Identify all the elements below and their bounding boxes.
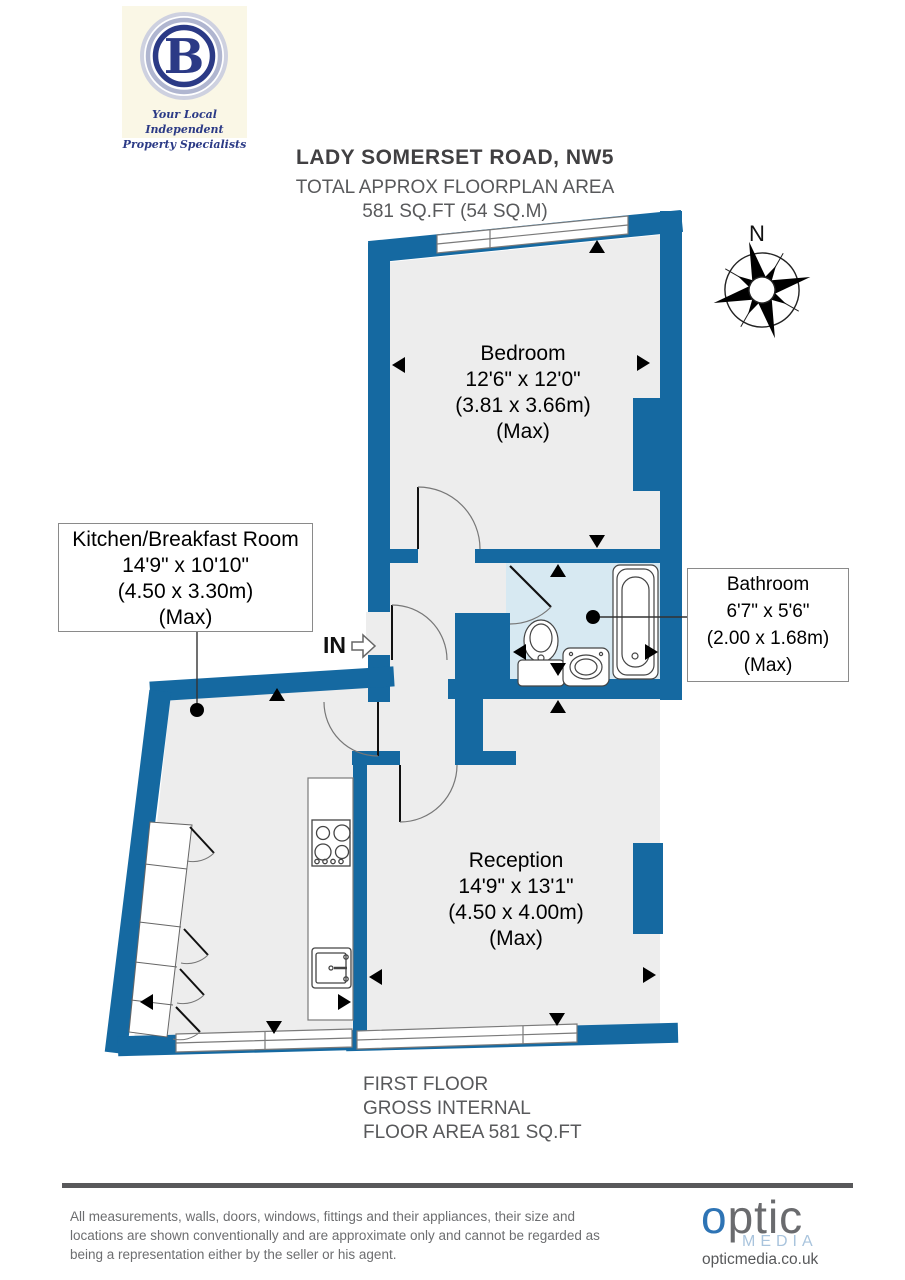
reception-size-imperial: 14'9" x 13'1" (458, 875, 574, 898)
agency-initial: B (164, 29, 205, 85)
doors (323, 486, 552, 823)
kitchen-counter (307, 777, 354, 1021)
agency-tagline-2: Property Specialists (122, 138, 247, 151)
agency-logo: B Your Local Independent Property Specia… (122, 6, 247, 151)
kitchen-size-imperial: 14'9" x 10'10" (122, 554, 249, 577)
hob-icon (311, 819, 351, 867)
reception-max: (Max) (489, 927, 543, 950)
cupboards (128, 821, 215, 1041)
bedroom-max: (Max) (496, 420, 550, 443)
disclaimer-text: All measurements, walls, doors, windows,… (70, 1209, 600, 1262)
kitchen-size-metric: (4.50 x 3.30m) (117, 580, 254, 603)
chimney-breast-reception (633, 843, 663, 934)
floor-summary: FIRST FLOOR GROSS INTERNAL FLOOR AREA 58… (363, 1073, 582, 1145)
bathroom-size-metric: (2.00 x 1.68m) (706, 628, 830, 649)
kitchen-label-box: Kitchen/Breakfast Room 14'9" x 10'10" (4… (58, 523, 313, 632)
opticmedia-logo-media: MEDIA (742, 1233, 818, 1250)
footer-divider (62, 1183, 853, 1188)
floorplan-area-summary: TOTAL APPROX FLOORPLAN AREA 581 SQ.FT (5… (155, 176, 755, 224)
opticmedia-logo-o: o (701, 1191, 728, 1243)
bathroom-label-box: Bathroom 6'7" x 5'6" (2.00 x 1.68m) (Max… (687, 568, 849, 682)
reception-label: Reception 14'9" x 13'1" (4.50 x 4.00m) (… (396, 848, 636, 952)
entry-arrow-icon (351, 633, 377, 659)
basin-icon (562, 647, 610, 687)
entry-label: IN (323, 632, 346, 658)
floor-summary-line-3: FLOOR AREA 581 SQ.FT (363, 1122, 582, 1143)
area-line-2: 581 SQ.FT (54 SQ.M) (362, 201, 548, 222)
bedroom-label: Bedroom 12'6" x 12'0" (3.81 x 3.66m) (Ma… (403, 341, 643, 445)
opticmedia-logo-rest: ptic (727, 1191, 804, 1243)
bedroom-name: Bedroom (480, 342, 566, 365)
compass-north-label: N (749, 221, 765, 246)
kitchen-sink-icon (311, 947, 352, 989)
agency-logo-rings: B (140, 12, 228, 100)
kitchen-name: Kitchen/Breakfast Room (72, 528, 299, 551)
header: LADY SOMERSET ROAD, NW5 TOTAL APPROX FLO… (155, 146, 755, 224)
reception-name: Reception (468, 849, 564, 872)
floor-summary-line-2: GROSS INTERNAL (363, 1098, 531, 1119)
page-title: LADY SOMERSET ROAD, NW5 (296, 146, 614, 169)
floor-summary-line-1: FIRST FLOOR (363, 1074, 489, 1095)
kitchen-max: (Max) (158, 606, 213, 629)
bathtub-icon (612, 564, 659, 680)
walls (104, 209, 684, 1057)
opticmedia-logo: optic (701, 1190, 803, 1244)
bathroom-name: Bathroom (726, 574, 810, 595)
compass-icon (713, 241, 811, 339)
reception-size-metric: (4.50 x 4.00m) (448, 901, 584, 924)
area-line-1: TOTAL APPROX FLOORPLAN AREA (295, 177, 615, 198)
leader-lines (190, 610, 687, 717)
bedroom-size-imperial: 12'6" x 12'0" (465, 368, 581, 391)
room-floors (134, 235, 660, 1040)
bedroom-size-metric: (3.81 x 3.66m) (455, 394, 591, 417)
chimney-breast-bedroom (633, 398, 663, 491)
bathroom-size-imperial: 6'7" x 5'6" (726, 601, 810, 622)
opticmedia-url: opticmedia.co.uk (702, 1251, 819, 1268)
bathroom-max: (Max) (743, 655, 793, 676)
windows (175, 215, 629, 1053)
agency-tagline-1: Your Local Independent (145, 108, 224, 136)
measurement-arrows (140, 240, 658, 1034)
